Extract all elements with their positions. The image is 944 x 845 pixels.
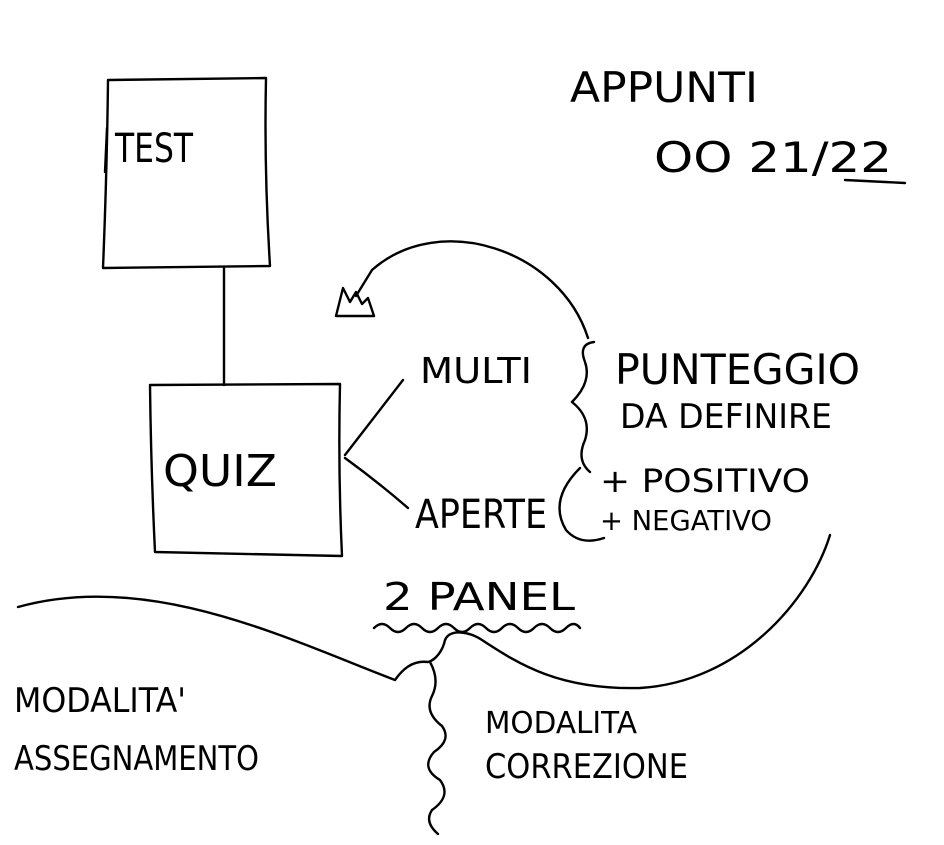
aperte-bracket [558,466,606,542]
panel-divider-curve [16,533,832,690]
title-underline [843,178,907,185]
note-punteggio: PUNTEGGIO [615,345,860,394]
panel-vertical-divider [427,660,447,836]
curly-brace [570,340,596,474]
arrow-curve [354,240,590,340]
test-box [101,76,272,270]
right-panel-line2: CORREZIONE [485,747,688,787]
branch-line-multi [343,378,405,457]
test-label-tick [103,126,109,174]
test-box-label: TEST [114,126,193,172]
right-panel-line1: MODALITA [485,706,637,741]
branch-aperte-label: APERTE [415,492,547,538]
title-line1: APPUNTI [570,63,758,112]
left-panel-line1: MODALITA' [14,681,186,721]
panel-heading-squiggle [372,622,582,634]
note-negativo: + NEGATIVO [600,504,772,537]
panel-heading: 2 PANEL [383,575,575,619]
flame-icon [334,286,376,318]
note-da-definire: DA DEFINIRE [620,397,832,437]
quiz-box [148,382,344,558]
branch-multi-label: MULTI [420,351,532,392]
note-positivo: + POSITIVO [600,462,810,500]
left-panel-line2: ASSEGNAMENTO [14,739,259,779]
quiz-box-label: QUIZ [163,446,277,497]
branch-line-aperte [343,456,410,510]
title-line2: OO 21/22 [654,133,892,182]
